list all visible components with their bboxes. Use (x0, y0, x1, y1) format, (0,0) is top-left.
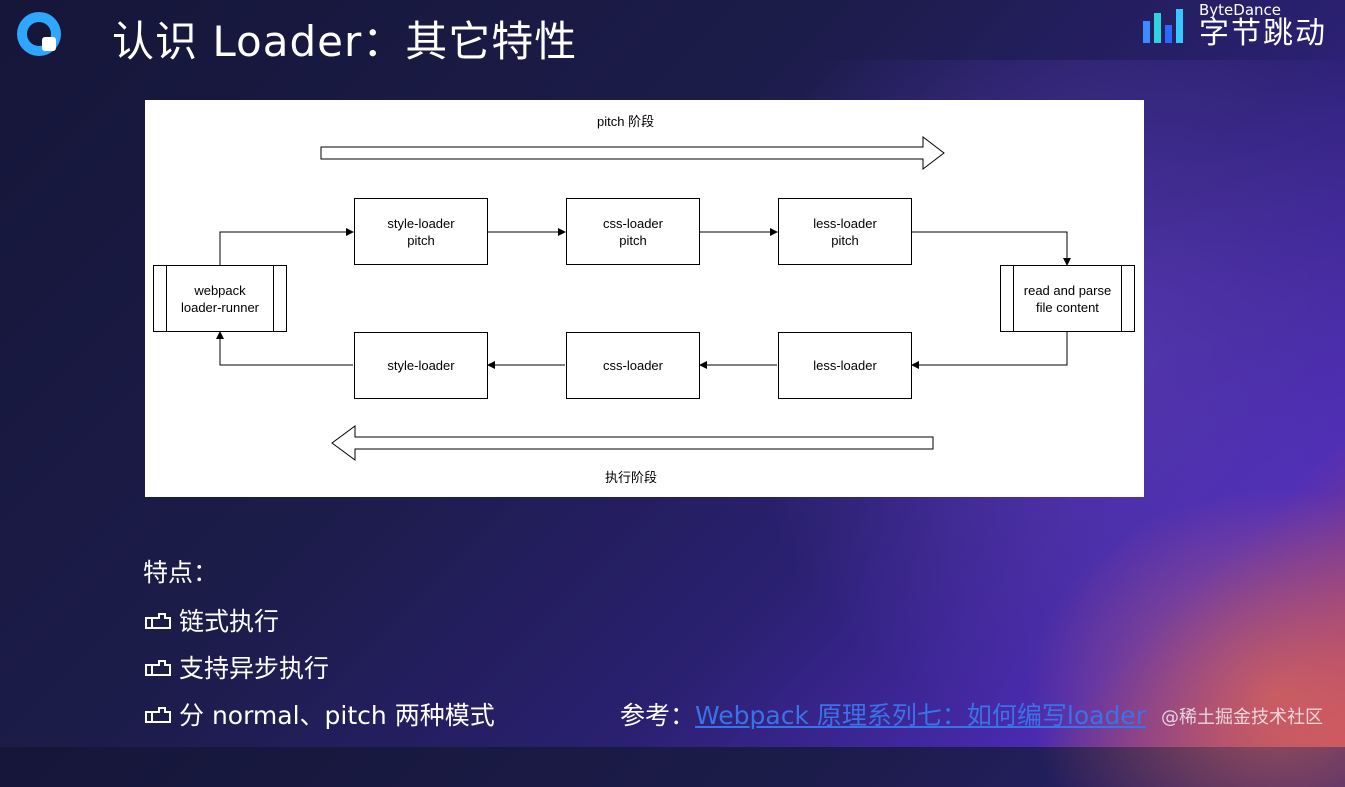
bytedance-icon (1143, 9, 1183, 43)
node-label: less-loader pitch (813, 215, 877, 248)
node-label: css-loader (603, 358, 663, 373)
reference-line: 参考：Webpack 原理系列七：如何编写loader (620, 696, 1146, 732)
node-css-loader: css-loader (566, 332, 700, 399)
source-watermark: @稀土掘金技术社区 (1161, 707, 1323, 728)
pointing-hand-icon (145, 707, 171, 723)
pitch-phase-label: pitch 阶段 (597, 114, 655, 129)
pointing-hand-icon (145, 660, 171, 676)
brand-name-en: ByteDance (1199, 1, 1282, 19)
loader-flow-diagram: pitch 阶段 执行阶段 webpack loader-runner styl… (145, 100, 1144, 497)
features-heading: 特点： (143, 558, 219, 587)
node-less-loader-pitch: less-loader pitch (778, 198, 912, 265)
node-label: less-loader (813, 358, 877, 373)
feature-item: 支持异步执行 (143, 650, 495, 684)
node-read-and-parse: read and parse file content (1000, 265, 1135, 332)
feature-text: 链式执行 (179, 607, 280, 636)
reference-prefix: 参考： (620, 701, 696, 730)
app-logo-icon (17, 12, 61, 56)
node-label: read and parse file content (1023, 282, 1112, 315)
connector-runner-to-style-pitch (219, 228, 354, 265)
exec-phase-arrow (331, 425, 934, 461)
connector-read-to-less (911, 332, 1068, 369)
pitch-phase-arrow (320, 135, 945, 171)
connector-style-to-runner (216, 331, 353, 366)
node-label: style-loader pitch (387, 215, 455, 248)
feature-text: 分 normal、pitch 两种模式 (179, 701, 495, 730)
node-webpack-loader-runner: webpack loader-runner (153, 265, 287, 332)
features-section: 特点： 链式执行 支持异步执行 分 normal、pitch 两种模式 (143, 553, 495, 744)
feature-text: 支持异步执行 (179, 654, 330, 683)
exec-phase-label: 执行阶段 (605, 470, 658, 485)
node-style-loader-pitch: style-loader pitch (354, 198, 488, 265)
node-label: css-loader pitch (603, 215, 663, 248)
node-label: webpack loader-runner (180, 282, 260, 315)
node-label: style-loader (387, 358, 455, 373)
brand-name-cn: 字节跳动 (1199, 16, 1327, 51)
node-css-loader-pitch: css-loader pitch (566, 198, 700, 265)
node-style-loader: style-loader (354, 332, 488, 399)
brand-logo: ByteDance 字节跳动 (1143, 2, 1327, 50)
background-glow-warm (1025, 487, 1345, 787)
reference-link[interactable]: Webpack 原理系列七：如何编写loader (695, 701, 1146, 730)
diagram-connectors (216, 135, 1071, 461)
node-less-loader: less-loader (778, 332, 912, 399)
feature-item: 分 normal、pitch 两种模式 (143, 697, 495, 731)
slide-title: 认识 Loader：其它特性 (112, 17, 578, 66)
connector-less-pitch-to-read (912, 231, 1071, 266)
pointing-hand-icon (145, 613, 171, 629)
feature-item: 链式执行 (143, 603, 495, 637)
